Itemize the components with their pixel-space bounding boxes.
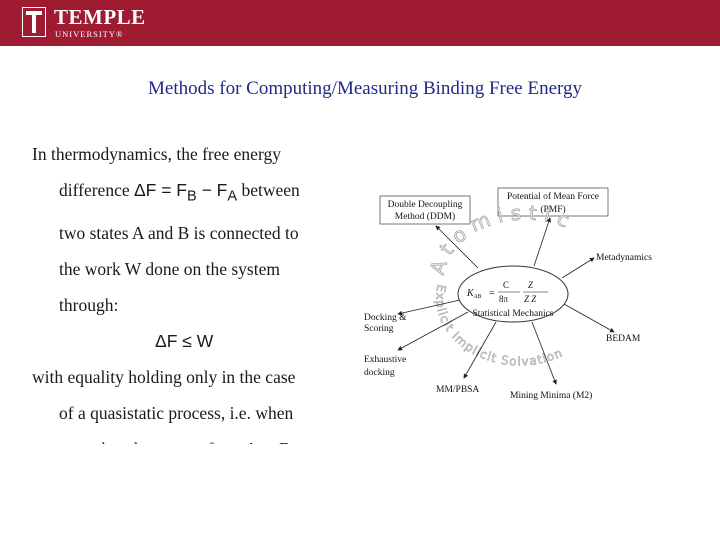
formula-c0: C [503, 280, 509, 290]
logo-wordmark: TEMPLE [54, 5, 146, 29]
exhaustive-label-2: docking [364, 368, 395, 378]
arrow-docking [397, 299, 461, 316]
bedam-label: BEDAM [606, 334, 641, 344]
eq-part-1: ΔF = F [133, 180, 187, 200]
pmf-label-1: Potential of Mean Force [507, 191, 599, 202]
formula-eq: = [489, 288, 495, 299]
arrow-ddm [435, 225, 479, 269]
ddm-label-2: Method (DDM) [395, 211, 455, 222]
arrow-pmf [533, 217, 552, 267]
temple-logo[interactable]: TEMPLE UNIVERSITY® [22, 5, 162, 43]
eq-part-2: − F [196, 180, 228, 200]
eq-sub-b: B [187, 188, 197, 205]
arrow-bedam [563, 303, 615, 333]
arrow-exhaustive [397, 311, 469, 351]
formula-zazb: Z Z [524, 294, 537, 304]
body-line-8: one takes the system from A to B [32, 431, 347, 445]
eq-sub-a: A [227, 188, 238, 205]
logo-subtitle: UNIVERSITY® [55, 29, 124, 39]
body-line-6: with equality holding only in the case [32, 366, 296, 387]
body-line-1: In thermodynamics, the free energy [32, 144, 281, 164]
body-text: In thermodynamics, the free energy diffe… [32, 136, 347, 444]
pmf-label-2: (PMF) [540, 204, 565, 215]
body-line-3: two states A and B is connected to [59, 222, 299, 243]
ddm-label-1: Double Decoupling [388, 200, 463, 210]
center-ellipse [457, 265, 569, 323]
arrow-mining [531, 321, 557, 385]
mmpbsa-label: MM/PBSA [436, 385, 479, 395]
arrow-meta [561, 257, 595, 279]
pmf-box [497, 187, 609, 217]
body-line-2: difference ΔF = FB − FA between [32, 172, 347, 215]
methods-diagram-svg: Double Decoupling Method (DDM) Potential… [364, 187, 652, 401]
formula-zab: Z [528, 280, 534, 290]
body-line-2-post: between [237, 180, 300, 200]
inequality-equation: ΔF ≤ W [155, 330, 214, 351]
body-line-5: through: [59, 294, 119, 315]
header-bar: TEMPLE UNIVERSITY® [0, 0, 720, 46]
formula-8pi: 8π [499, 294, 509, 304]
docking-label-1: Docking & [364, 313, 407, 323]
body-line-2-pre: difference [59, 180, 134, 200]
metadynamics-label: Metadynamics [596, 253, 652, 263]
slide-title: Methods for Computing/Measuring Binding … [148, 78, 582, 99]
stat-mech-label: Statistical Mechanics [473, 309, 554, 319]
arrow-mmpbsa [463, 321, 497, 379]
methods-diagram: Double Decoupling Method (DDM) Potential… [356, 184, 668, 408]
mining-minima-label: Mining Minima (M2) [510, 390, 592, 401]
body-line-4: the work W done on the system [59, 258, 280, 279]
equation-inline: ΔF = FB − FA [133, 180, 237, 205]
body-line-7: of a quasistatic process, i.e. when [59, 402, 294, 423]
exhaustive-label-1: Exhaustive [364, 355, 406, 365]
docking-label-2: Scoring [364, 324, 394, 334]
formula-k: KAB [466, 288, 481, 300]
ddm-box [379, 195, 471, 225]
temple-t-icon [22, 7, 46, 37]
